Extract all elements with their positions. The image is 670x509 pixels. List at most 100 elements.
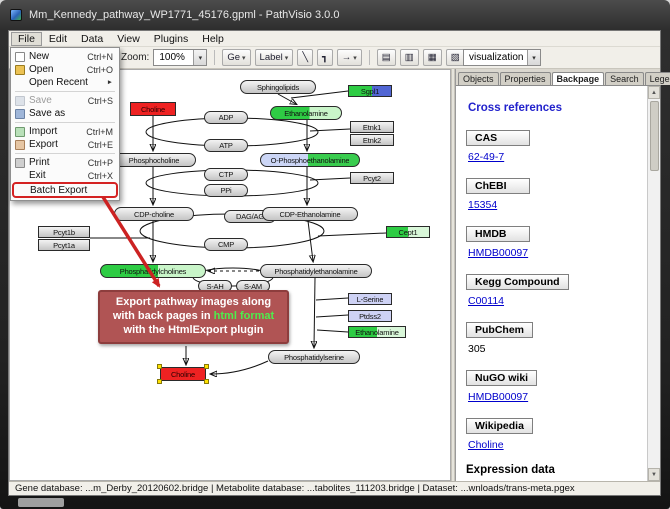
align-center-icon[interactable]: ▥ — [399, 49, 419, 66]
gene-product-tool[interactable]: Ge▾ — [222, 49, 251, 66]
node-label: CDP-Ethanolamine — [279, 209, 341, 219]
tab-properties[interactable]: Properties — [499, 72, 551, 85]
menu-help[interactable]: Help — [202, 32, 224, 45]
menu-item-shortcut: Ctrl+N — [87, 51, 113, 62]
file-menu-item-batch-export[interactable]: Batch Export — [12, 182, 118, 198]
xref-id-link[interactable]: C00114 — [468, 295, 505, 307]
chevron-down-icon[interactable]: ▾ — [527, 50, 540, 65]
expression-data-heading: Expression data — [466, 464, 555, 476]
sidebar: ObjectsPropertiesBackpageSearchLegend Cr… — [455, 69, 670, 481]
file-menu-item-open-recent[interactable]: Open Recent► — [12, 76, 118, 89]
pathway-node-atp[interactable]: ATP — [204, 139, 248, 152]
pathway-node-etnk2[interactable]: Etnk2 — [350, 134, 394, 146]
selection-handle[interactable] — [157, 379, 162, 384]
xref-id-link[interactable]: 15354 — [468, 199, 498, 211]
xref-id-link[interactable]: HMDB00097 — [468, 247, 529, 259]
pathway-node-sphingolipids[interactable]: Sphingolipids — [240, 80, 316, 94]
node-label: Ptdss2 — [359, 311, 381, 321]
tab-backpage[interactable]: Backpage — [551, 72, 605, 86]
menu-edit[interactable]: Edit — [48, 32, 68, 45]
scrollbar-thumb[interactable] — [649, 101, 659, 171]
visualization-combobox[interactable]: visualization ▾ — [463, 49, 541, 66]
pathway-node-choline[interactable]: Choline — [130, 102, 176, 116]
align-top-icon[interactable]: ▤ — [376, 49, 396, 66]
node-label: Choline — [140, 104, 166, 114]
stack-vertical-icon-glyph: ▧ — [450, 52, 460, 63]
print-icon — [15, 157, 25, 168]
line-tool[interactable]: ╲ — [297, 49, 314, 66]
pathway-node-phosphatidylcholines[interactable]: Phosphatidylcholines — [100, 264, 206, 278]
pathway-node-ptdss2[interactable]: Ptdss2 — [348, 310, 392, 322]
window-title: Mm_Kennedy_pathway_WP1771_45176.gpml - P… — [29, 9, 340, 21]
xref-id-link[interactable]: HMDB00097 — [468, 391, 529, 403]
node-label: CTP — [218, 170, 234, 179]
pathway-node-phosphocholine[interactable]: Phosphocholine — [112, 153, 196, 167]
pathway-node-choline[interactable]: Choline — [157, 364, 209, 384]
pathway-node-o-phosphoethanolamine[interactable]: O-Phosphoethanolamine — [260, 153, 360, 167]
pathway-node-ethanolamine[interactable]: Ethanolamine — [348, 326, 406, 338]
selection-handle[interactable] — [204, 364, 209, 369]
tab-legend[interactable]: Legend — [644, 72, 670, 85]
pathway-node-sgpl1[interactable]: Sgpl1 — [348, 85, 392, 97]
pathway-node-cdp-ethanolamine[interactable]: CDP-Ethanolamine — [262, 207, 358, 221]
pathway-node-l-serine[interactable]: L-Serine — [348, 293, 392, 305]
scroll-up-icon[interactable]: ▲ — [648, 86, 660, 99]
chevron-down-icon[interactable]: ▾ — [193, 50, 207, 65]
pathway-node-pcyt1b[interactable]: Pcyt1b — [38, 226, 90, 238]
cross-references-heading: Cross references — [468, 102, 562, 114]
menu-bar: File Edit Data View Plugins Help — [9, 31, 660, 47]
elbow-connector-tool[interactable]: ┓ — [317, 49, 333, 66]
selection-handle[interactable] — [157, 364, 162, 369]
pathway-node-cdp-choline[interactable]: CDP-choline — [114, 207, 194, 221]
pathway-node-pcyt1a[interactable]: Pcyt1a — [38, 239, 90, 251]
tab-search[interactable]: Search — [605, 72, 644, 85]
pathway-node-cept1[interactable]: Cept1 — [386, 226, 430, 238]
pathway-node-ethanolamine[interactable]: Ethanolamine — [270, 106, 342, 120]
menu-item-label: Exit — [29, 170, 46, 181]
xref-id-link[interactable]: 62-49-7 — [468, 151, 505, 163]
menu-data[interactable]: Data — [81, 32, 104, 45]
xref-source-header: CAS — [466, 130, 530, 146]
menu-item-shortcut: Ctrl+O — [86, 64, 113, 75]
node-label: DAG/AG — [236, 212, 264, 221]
file-menu-item-save-as[interactable]: Save as — [12, 107, 118, 120]
pathway-node-cmp[interactable]: CMP — [204, 238, 248, 251]
pathway-node-ctp[interactable]: CTP — [204, 168, 248, 181]
node-label: Etnk1 — [362, 122, 382, 132]
xref-source-header: HMDB — [466, 226, 530, 242]
pathway-node-phosphatidylserine[interactable]: Phosphatidylserine — [268, 350, 360, 364]
pathway-node-ppi[interactable]: PPi — [204, 184, 248, 197]
common-size-icon[interactable]: ▦ — [422, 49, 442, 66]
node-label: Ethanolamine — [284, 108, 328, 118]
pathway-node-adp[interactable]: ADP — [204, 111, 248, 124]
open-icon — [15, 64, 25, 75]
pathway-node-pcyt2[interactable]: Pcyt2 — [350, 172, 394, 184]
blank-icon — [15, 78, 25, 88]
connector-tool[interactable]: →▾ — [336, 49, 362, 66]
scroll-down-icon[interactable]: ▼ — [648, 468, 660, 481]
tab-objects[interactable]: Objects — [458, 72, 499, 85]
stack-vertical-icon[interactable]: ▧ — [445, 49, 465, 66]
menu-view[interactable]: View — [117, 32, 140, 45]
annotation-callout: Export pathway images along with back pa… — [98, 290, 289, 344]
selection-handle[interactable] — [204, 379, 209, 384]
menu-plugins[interactable]: Plugins — [153, 32, 189, 45]
xref-id-link[interactable]: Choline — [468, 439, 504, 451]
sidebar-scrollbar[interactable]: ▲ ▼ — [647, 86, 660, 481]
pathway-node-phosphatidylethanolamine[interactable]: Phosphatidylethanolamine — [260, 264, 372, 278]
splitter[interactable] — [451, 69, 455, 481]
zoom-combobox[interactable]: 100% ▾ — [153, 49, 208, 66]
gene-product-tool-glyph: Ge — [227, 52, 241, 63]
menu-file[interactable]: File — [11, 31, 42, 46]
title-bar[interactable]: Mm_Kennedy_pathway_WP1771_45176.gpml - P… — [0, 0, 670, 30]
label-tool[interactable]: Label▾ — [254, 49, 294, 66]
pathway-node-etnk1[interactable]: Etnk1 — [350, 121, 394, 133]
